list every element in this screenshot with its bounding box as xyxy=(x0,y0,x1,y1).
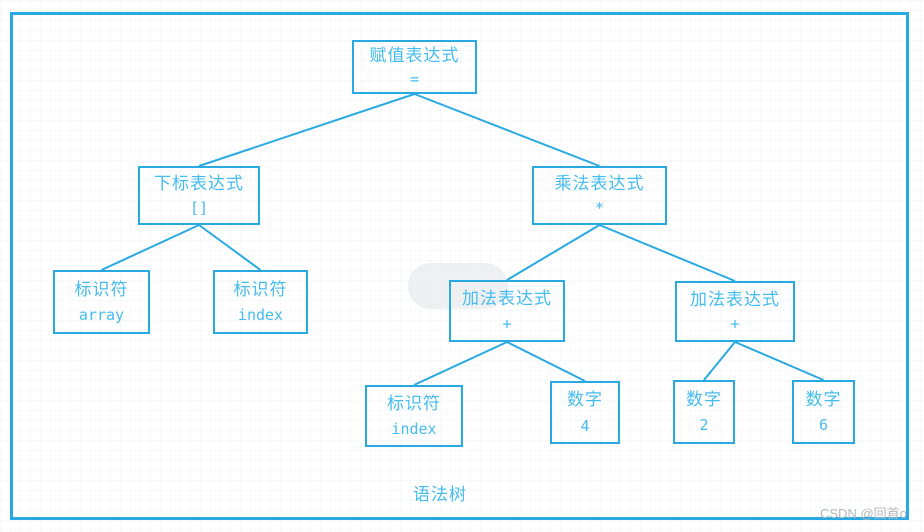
node-sublabel: [] xyxy=(189,199,209,217)
node-sublabel: index xyxy=(237,306,284,325)
tree-node-assign: 赋值表达式 = xyxy=(352,40,477,94)
tree-node-num6: 数字 6 xyxy=(792,380,855,444)
node-label: 乘法表达式 xyxy=(554,174,645,193)
node-sublabel: * xyxy=(594,199,605,217)
tree-node-add2: 加法表达式 + xyxy=(675,281,795,342)
node-sublabel: 4 xyxy=(580,416,590,435)
node-sublabel: array xyxy=(78,306,125,325)
tree-node-multiply: 乘法表达式 * xyxy=(532,166,667,225)
tree-node-add1: 加法表达式 + xyxy=(449,280,565,342)
diagram-caption: 语法树 xyxy=(413,485,467,504)
tree-node-id-array: 标识符 array xyxy=(53,270,150,334)
node-label: 数字 xyxy=(805,389,842,409)
node-label: 标识符 xyxy=(233,279,288,299)
node-sublabel: index xyxy=(391,420,437,438)
node-sublabel: 6 xyxy=(818,416,829,435)
tree-node-num4: 数字 4 xyxy=(550,381,620,444)
node-label: 标识符 xyxy=(387,394,441,413)
node-label: 赋值表达式 xyxy=(369,46,460,66)
node-label: 加法表达式 xyxy=(690,289,780,309)
highlight-blob xyxy=(408,263,508,309)
diagram-border xyxy=(10,12,909,520)
node-sublabel: 2 xyxy=(699,416,709,435)
node-label: 数字 xyxy=(567,390,603,410)
node-sublabel: + xyxy=(502,315,512,333)
node-label: 加法表达式 xyxy=(462,289,552,308)
node-label: 数字 xyxy=(686,389,722,409)
watermark-text: CSDN @回首o xyxy=(820,506,907,521)
tree-node-id-index1: 标识符 index xyxy=(213,270,308,334)
node-sublabel: + xyxy=(730,315,740,334)
tree-node-id-index2: 标识符 index xyxy=(365,385,463,447)
node-label: 下标表达式 xyxy=(154,174,244,193)
tree-node-num2: 数字 2 xyxy=(673,380,735,444)
node-label: 标识符 xyxy=(74,279,129,299)
tree-node-subscript: 下标表达式 [] xyxy=(138,166,260,225)
node-sublabel: = xyxy=(409,69,420,88)
